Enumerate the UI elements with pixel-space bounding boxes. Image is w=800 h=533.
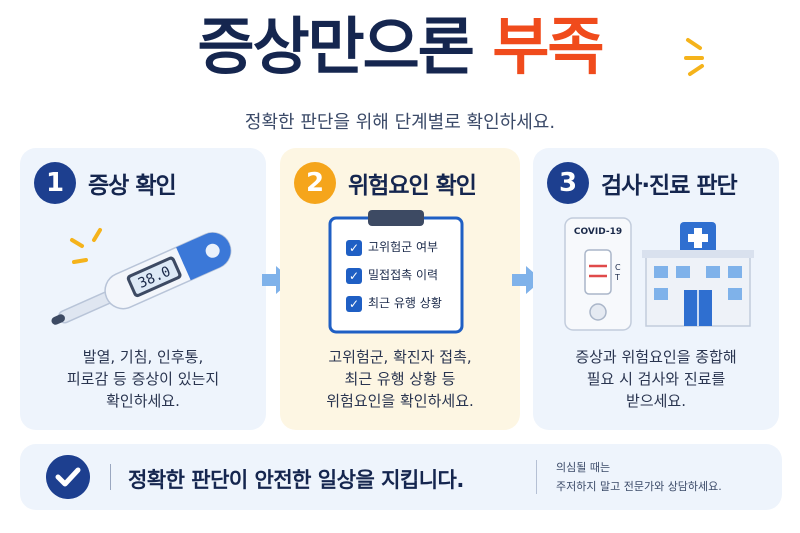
footer-note: 의심될 때는 주저하지 말고 전문가와 상담하세요. [556, 458, 722, 496]
step-heading: 위험요인 확인 [348, 173, 477, 199]
desc-line: 받으세요. [626, 392, 686, 410]
step-description: 고위험군, 확진자 접촉, 최근 유행 상황 등 위험요인을 확인하세요. [280, 346, 520, 412]
test-kit-icon: COVID-19 C T [564, 217, 632, 331]
desc-line: 필요 시 검사와 진료를 [586, 370, 726, 388]
checklist-item: ✓ 최근 유행 상황 [346, 294, 442, 312]
desc-line: 증상과 위험요인을 종합해 [575, 348, 737, 366]
headline-part2: 부족 [492, 10, 604, 83]
check-circle-icon [46, 455, 90, 499]
step-heading: 검사·진료 판단 [601, 173, 738, 199]
note-line: 의심될 때는 [556, 461, 611, 474]
spark-icon [684, 38, 704, 76]
step-card-symptoms: 1 증상 확인 38.0 발열, 기침, 인후통, 피로감 등 증상이 있는지 … [20, 148, 266, 430]
step-number: 3 [547, 162, 589, 204]
desc-line: 고위험군, 확진자 접촉, [328, 348, 472, 366]
step-card-testing: 3 검사·진료 판단 COVID-19 C T 증상과 위험요인을 종합해 필요… [533, 148, 779, 430]
step-description: 증상과 위험요인을 종합해 필요 시 검사와 진료를 받으세요. [533, 346, 779, 412]
checklist-label: 최근 유행 상황 [368, 296, 442, 310]
headline: 증상만으론 부족 [0, 8, 800, 86]
step-number: 2 [294, 162, 336, 204]
checklist-item: ✓ 고위험군 여부 [346, 238, 438, 256]
checklist-label: 밀접접촉 이력 [368, 268, 439, 282]
kit-label: COVID-19 [574, 227, 622, 237]
footer-message: 정확한 판단이 안전한 일상을 지킵니다. [128, 468, 464, 492]
footer-banner: 정확한 판단이 안전한 일상을 지킵니다. 의심될 때는 주저하지 말고 전문가… [20, 444, 782, 510]
subtitle: 정확한 판단을 위해 단계별로 확인하세요. [244, 112, 556, 133]
step-number: 1 [34, 162, 76, 204]
step-card-risk-factors: 2 위험요인 확인 ✓ 고위험군 여부 ✓ 밀접접촉 이력 ✓ 최근 유행 상황 고위… [280, 148, 520, 430]
desc-line: 위험요인을 확인하세요. [326, 392, 474, 410]
checkmark-icon: ✓ [346, 295, 362, 312]
svg-text:T: T [614, 273, 620, 282]
thermometer-icon: 38.0 [51, 228, 232, 325]
desc-line: 피로감 등 증상이 있는지 [66, 370, 220, 388]
divider [110, 464, 111, 490]
hospital-icon [642, 222, 754, 327]
desc-line: 확인하세요. [106, 392, 180, 410]
svg-text:C: C [615, 263, 621, 272]
arrow-right-icon [512, 266, 542, 294]
checklist-label: 고위험군 여부 [368, 240, 439, 254]
headline-part1: 증상만으론 [197, 10, 475, 83]
step-heading: 증상 확인 [88, 173, 177, 199]
step-description: 발열, 기침, 인후통, 피로감 등 증상이 있는지 확인하세요. [20, 346, 266, 412]
note-line: 주저하지 말고 전문가와 상담하세요. [556, 480, 722, 493]
desc-line: 발열, 기침, 인후통, [82, 348, 204, 366]
checklist-item: ✓ 밀접접촉 이력 [346, 266, 438, 284]
checkmark-icon: ✓ [346, 267, 362, 284]
desc-line: 최근 유행 상황 등 [344, 370, 456, 388]
arrow-right-icon [262, 266, 292, 294]
divider [536, 460, 537, 494]
checklist-icon: ✓ 고위험군 여부 ✓ 밀접접촉 이력 ✓ 최근 유행 상황 [328, 208, 464, 334]
checkmark-icon: ✓ [346, 239, 362, 256]
